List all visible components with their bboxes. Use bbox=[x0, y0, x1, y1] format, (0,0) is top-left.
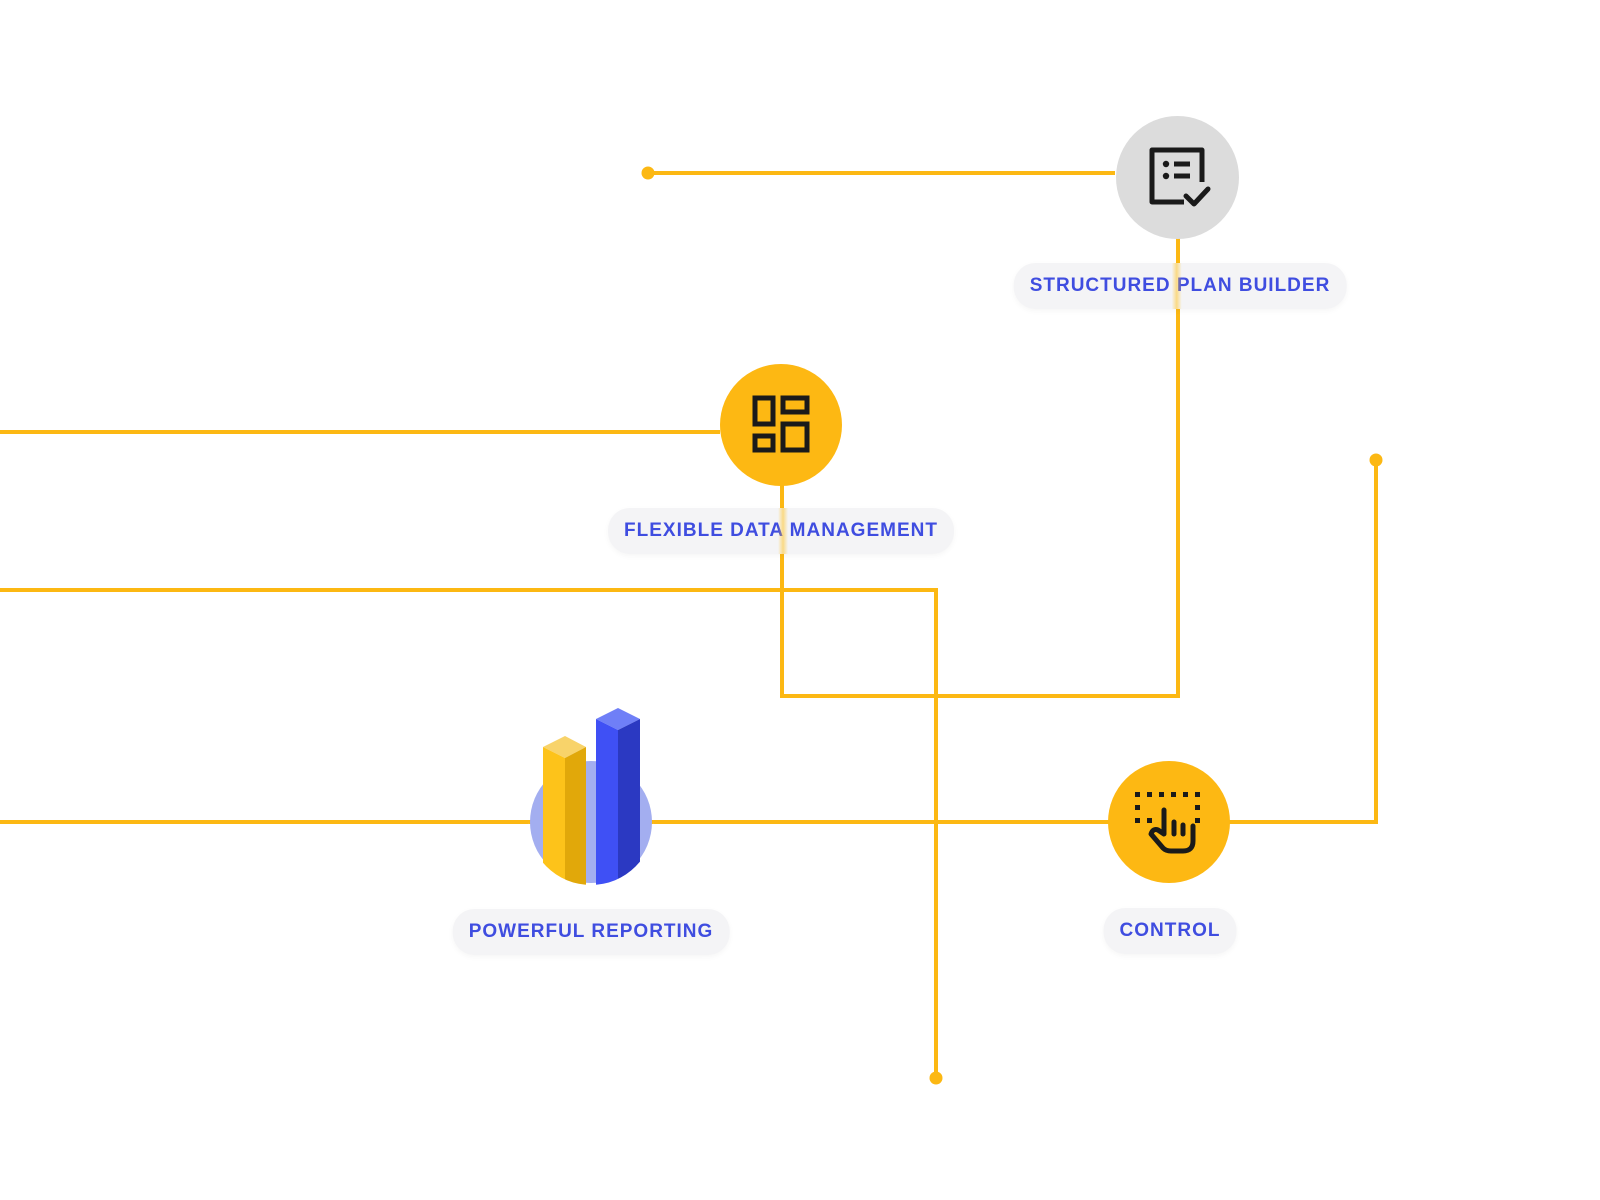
label-control: CONTROL bbox=[1103, 908, 1237, 954]
node-structured-plan-builder[interactable] bbox=[1116, 116, 1239, 239]
connector-bottom-drop bbox=[0, 588, 938, 1078]
label-structured-plan-builder: STRUCTURED PLAN BUILDER bbox=[1013, 263, 1347, 309]
node-flexible-data-management[interactable] bbox=[720, 364, 842, 486]
node-powerful-reporting[interactable] bbox=[528, 700, 654, 890]
node-control[interactable] bbox=[1108, 761, 1230, 883]
label-text: POWERFUL REPORTING bbox=[468, 921, 714, 942]
connector-endpoint-dot bbox=[641, 166, 655, 180]
connector-endpoint-dot bbox=[929, 1071, 943, 1085]
label-text: CONTROL bbox=[1119, 920, 1221, 941]
dashboard-layout-icon bbox=[752, 395, 810, 453]
pointer-selection-icon bbox=[1135, 792, 1200, 854]
connector-main bbox=[0, 460, 1378, 824]
checklist-icon bbox=[1149, 147, 1210, 206]
bar-chart-icon bbox=[528, 708, 654, 890]
label-powerful-reporting: POWERFUL REPORTING bbox=[452, 909, 730, 955]
connector-crossing-glow bbox=[1171, 263, 1182, 309]
connector-crossing-glow bbox=[778, 508, 789, 554]
label-flexible-data-management: FLEXIBLE DATA MANAGEMENT bbox=[608, 508, 954, 554]
connector-endpoint-dot bbox=[1369, 453, 1383, 467]
